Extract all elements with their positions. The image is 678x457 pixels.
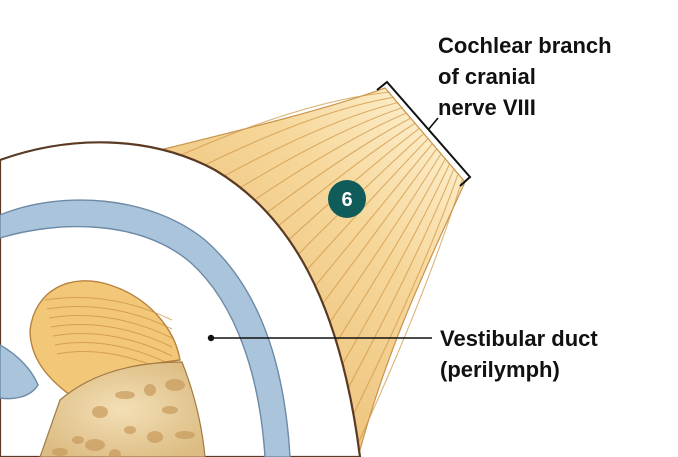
cochlear-leader-line <box>427 117 439 131</box>
badge-number: 6 <box>341 189 352 211</box>
cochlear-label-line-1: Cochlear branch <box>438 33 612 58</box>
nerve-fiber <box>354 179 463 451</box>
inner-nerve-fiber <box>52 333 173 357</box>
inner-nerve-fiber <box>48 315 173 339</box>
inner-nerve-fiber <box>50 324 173 348</box>
inner-nerve-fiber <box>54 342 173 366</box>
bone-pore <box>162 406 178 414</box>
number-badge: 6 <box>328 180 366 218</box>
cochlear-label-line-2: of cranial <box>438 64 536 89</box>
bone-pore <box>85 439 105 451</box>
inner-nerve-fiber <box>46 306 173 330</box>
vestibular-label-line-1: Vestibular duct <box>440 326 598 351</box>
cochlear-branch-label: Cochlear branch of cranial nerve VIII <box>438 30 612 123</box>
inner-nerve-bundle <box>29 280 181 396</box>
bone-pore <box>165 379 185 391</box>
bone-pore <box>52 448 68 456</box>
bone-pores <box>52 379 195 457</box>
bone-pore <box>115 391 135 399</box>
vestibular-duct-label: Vestibular duct (perilymph) <box>440 323 598 385</box>
bone-pore <box>144 384 156 396</box>
bone-pore <box>175 431 195 439</box>
nerve-fiber <box>169 91 391 161</box>
bone-pore <box>109 449 121 457</box>
vestibular-label-line-2: (perilymph) <box>440 357 560 382</box>
inner-membrane-hook <box>0 344 39 400</box>
bone-pore <box>124 426 136 434</box>
membrane-band <box>0 199 291 457</box>
nerve-fiber <box>332 169 455 417</box>
inner-nerve-fiber <box>44 297 173 321</box>
nerve-fiber <box>180 96 395 178</box>
cochlear-label-line-3: nerve VIII <box>438 95 536 120</box>
nerve-fiber <box>343 174 459 434</box>
bone-pore <box>147 431 163 443</box>
bone-pore <box>72 436 84 444</box>
bone-pore <box>92 406 108 418</box>
bone-modiolus <box>39 361 206 457</box>
inner-nerve-fibers <box>44 297 173 375</box>
